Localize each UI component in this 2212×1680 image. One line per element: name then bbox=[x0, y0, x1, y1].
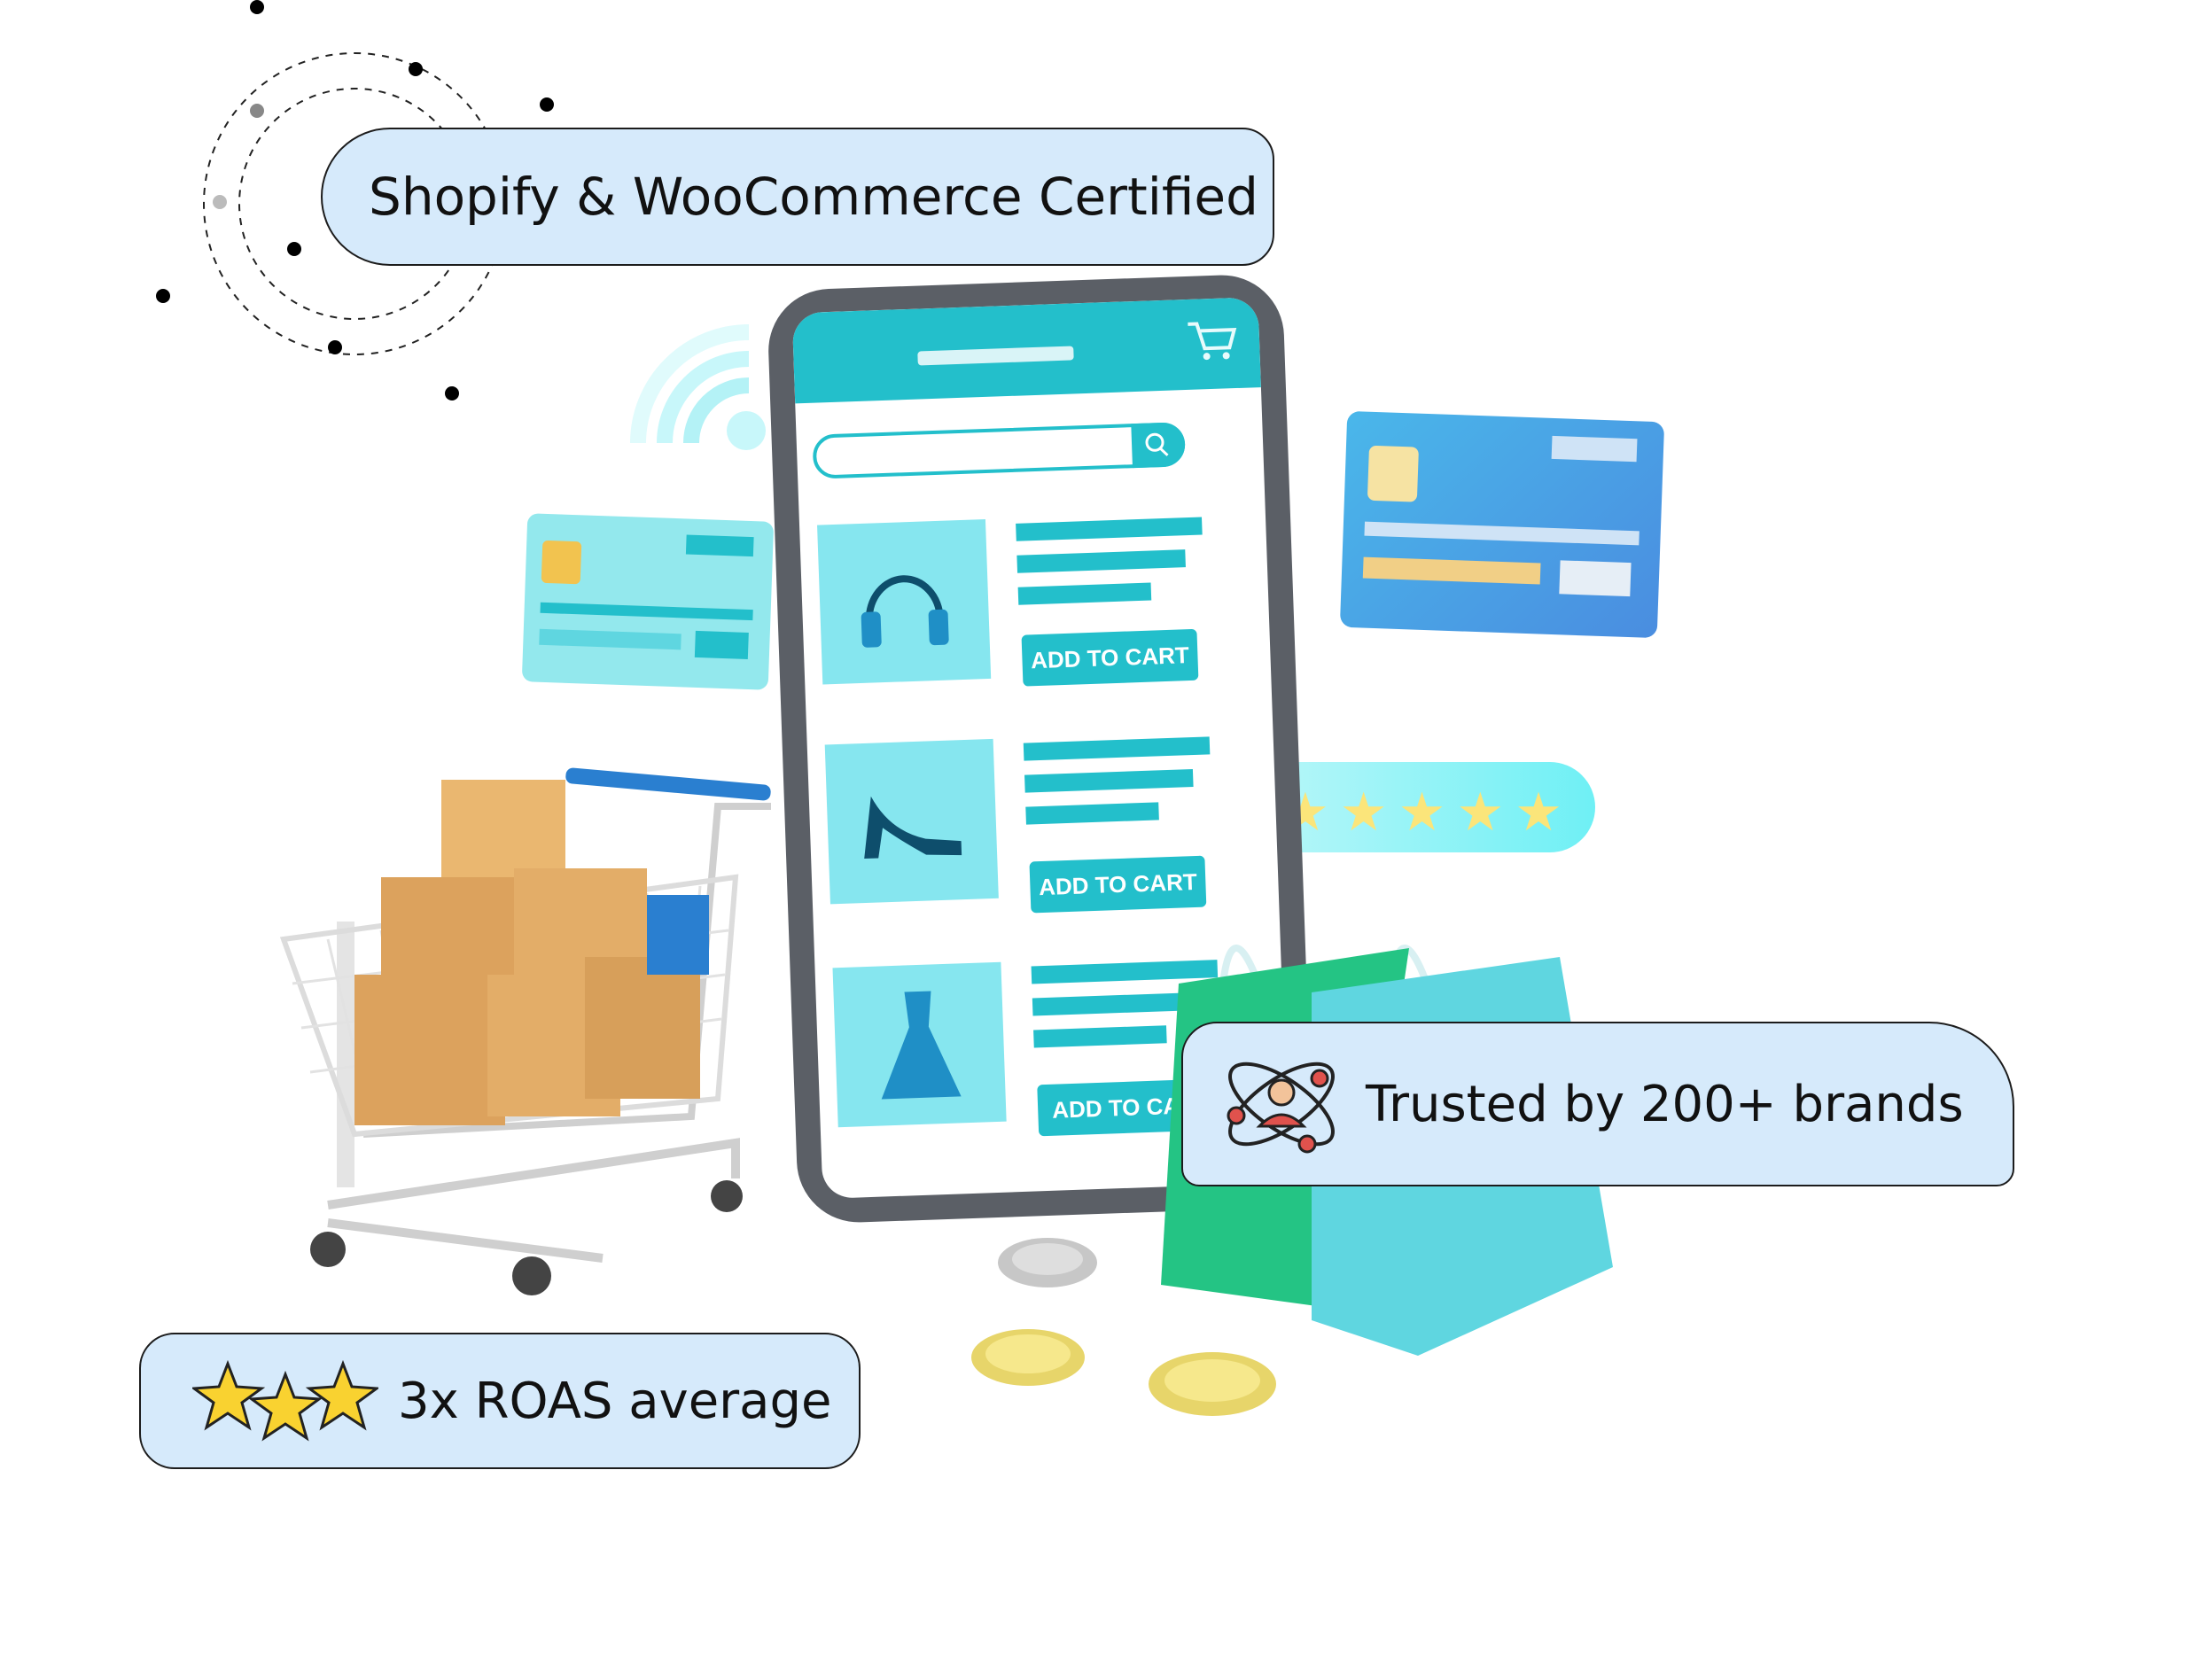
wifi-icon bbox=[630, 324, 766, 450]
decor-dot bbox=[409, 62, 423, 76]
decor-dot bbox=[287, 242, 301, 256]
search-input[interactable] bbox=[812, 422, 1186, 479]
certified-badge: Shopify & WooCommerce Certified bbox=[321, 128, 1274, 266]
product-text-placeholder bbox=[1023, 736, 1211, 761]
coin-illustration bbox=[998, 1238, 1097, 1287]
product-text-placeholder bbox=[1016, 517, 1203, 541]
product-text-placeholder bbox=[1024, 769, 1194, 793]
roas-badge-text: 3x ROAS average bbox=[398, 1372, 832, 1430]
high-heel-icon bbox=[864, 796, 962, 859]
product-text-placeholder bbox=[1033, 1025, 1167, 1048]
certified-badge-text: Shopify & WooCommerce Certified bbox=[369, 167, 1258, 227]
screen-header bbox=[791, 297, 1261, 404]
trusted-badge-text: Trusted by 200+ brands bbox=[1366, 1075, 1964, 1133]
phone-screen: ADD TO CART ADD TO CART ADD TO CAR bbox=[791, 297, 1289, 1199]
coin-illustration bbox=[1149, 1352, 1276, 1416]
credit-card-illustration bbox=[1339, 410, 1665, 639]
product-image[interactable] bbox=[824, 738, 999, 905]
search-button[interactable] bbox=[1131, 422, 1186, 469]
decor-dot bbox=[445, 386, 459, 401]
product-image[interactable] bbox=[832, 961, 1007, 1128]
coin-illustration bbox=[971, 1329, 1085, 1386]
headphones-icon bbox=[861, 575, 949, 648]
product-text-placeholder bbox=[1017, 582, 1152, 605]
product-text-placeholder bbox=[1025, 802, 1159, 825]
cart-icon[interactable] bbox=[1184, 317, 1239, 363]
dress-icon bbox=[881, 991, 962, 1100]
decor-dot bbox=[156, 289, 170, 303]
phone-mockup: ADD TO CART ADD TO CART ADD TO CAR bbox=[766, 273, 1315, 1225]
three-stars-icon bbox=[192, 1359, 378, 1442]
star-icon-row: ★★★★★ bbox=[1281, 782, 1573, 842]
product-image[interactable] bbox=[817, 519, 992, 685]
search-icon bbox=[1145, 432, 1169, 456]
header-title-placeholder bbox=[917, 346, 1074, 366]
roas-badge: 3x ROAS average bbox=[139, 1333, 861, 1469]
product-text-placeholder bbox=[1016, 549, 1186, 573]
decor-dot bbox=[250, 0, 264, 14]
decor-dot bbox=[328, 340, 342, 354]
trusted-badge: Trusted by 200+ brands bbox=[1181, 1022, 2014, 1186]
atom-person-icon bbox=[1227, 1062, 1335, 1154]
decor-dot bbox=[540, 97, 554, 112]
add-to-cart-button[interactable]: ADD TO CART bbox=[1021, 628, 1199, 687]
shopping-cart-illustration bbox=[279, 767, 771, 1295]
credit-card-illustration bbox=[521, 513, 775, 690]
